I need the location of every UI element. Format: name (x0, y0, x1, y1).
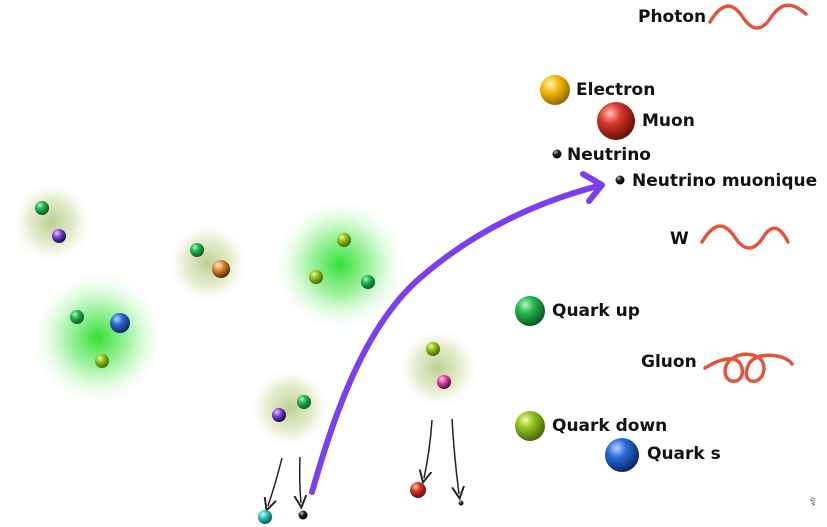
electron-ball (540, 75, 570, 105)
decay-arrow (424, 419, 433, 478)
antiquark-orange-ball (212, 260, 230, 278)
quark-up-ball (35, 201, 49, 215)
antiquark-magenta-ball (437, 375, 451, 389)
author-credit: wfr (810, 496, 817, 507)
quark-s-label: Quark s (647, 444, 721, 464)
quark-up-ball (70, 310, 84, 324)
big-purple-arrowhead (580, 171, 605, 204)
gluon-label: Gluon (641, 352, 697, 372)
quark-down-ball (95, 354, 109, 368)
big-purple-arrow (309, 183, 601, 495)
neutrino-muonique-label: Neutrino muonique (632, 171, 818, 191)
w-wave-icon (700, 224, 790, 250)
cyan-particle-ball (258, 510, 272, 524)
muon-product-ball (410, 482, 426, 498)
quark-up-ball (190, 243, 204, 257)
quark-down-ball (515, 411, 545, 441)
hadron-glow-mid-left (166, 221, 250, 305)
muon-label: Muon (642, 111, 695, 131)
neutrino-muonique-ball (615, 175, 625, 185)
w-label: W (670, 229, 689, 249)
quark-up-ball (515, 296, 545, 326)
neutrino-ball (298, 510, 308, 520)
quark-up-label: Quark up (552, 301, 640, 321)
quark-down-ball (426, 342, 440, 356)
muon-ball (597, 102, 635, 140)
electron-label: Electron (576, 80, 656, 100)
neutrino-ball (552, 149, 562, 159)
decay-arrow (451, 418, 459, 494)
quark-up-ball (297, 395, 311, 409)
hadron-glow-lower-mid (248, 366, 332, 450)
hadron-glow-big-mid (270, 195, 410, 335)
hadron-glow-top-left (10, 180, 94, 264)
antiquark-purple-ball (272, 408, 286, 422)
photon-label: Photon (638, 7, 707, 27)
quark-down-ball (337, 233, 351, 247)
gluon-coil-icon (703, 352, 794, 383)
hadron-glow-lower-right (396, 326, 480, 410)
decay-arrow (300, 456, 301, 503)
quark-down-ball (309, 270, 323, 284)
quark-s-ball (605, 438, 639, 472)
quark-s-ball (110, 313, 130, 333)
antiquark-purple-ball (52, 229, 66, 243)
hadron-glow-big-left (28, 268, 168, 408)
quark-down-label: Quark down (552, 416, 668, 436)
decay-arrow (268, 457, 283, 506)
neutrino-label: Neutrino (567, 145, 651, 165)
quark-up-ball (361, 275, 375, 289)
neutrino-product-ball (458, 500, 464, 506)
photon-wave-icon (708, 3, 808, 30)
